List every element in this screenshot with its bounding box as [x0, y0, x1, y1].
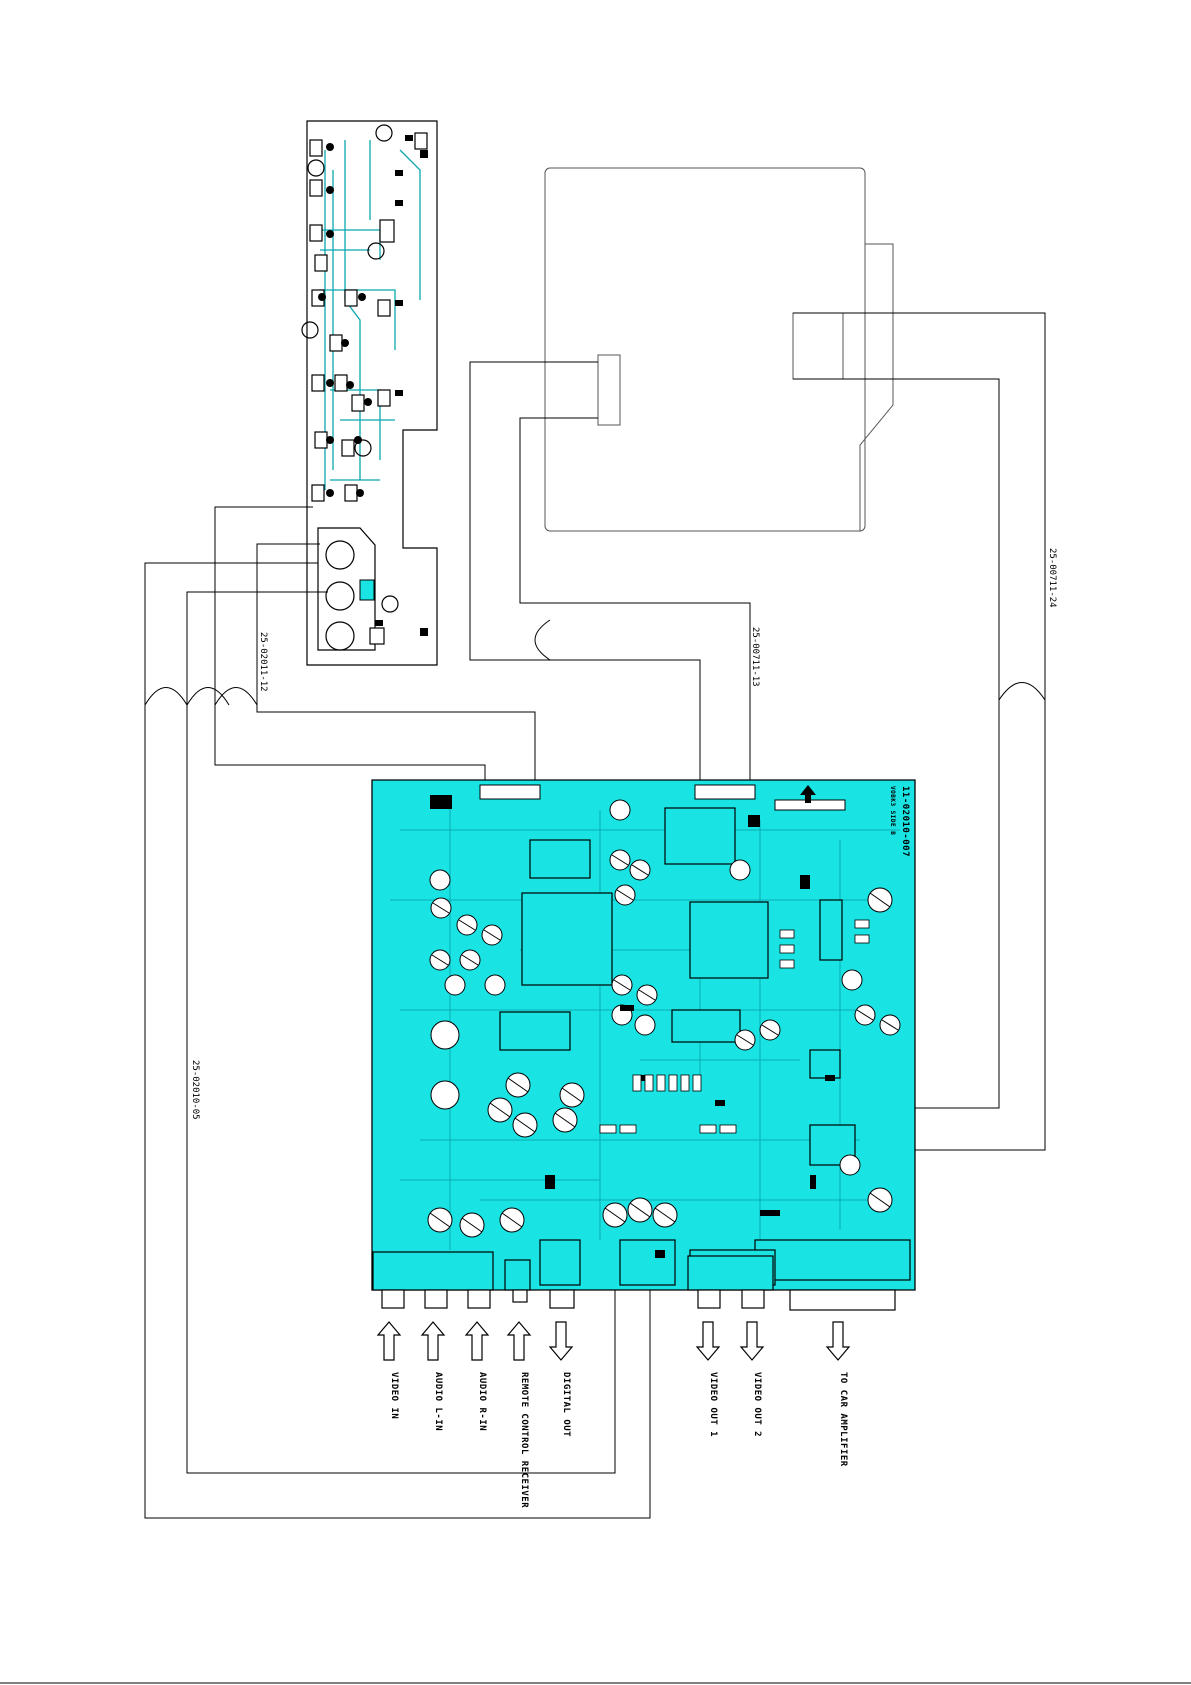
port-label-video-out-1: VIDEO OUT 1 — [708, 1372, 718, 1437]
port-label-video-in: VIDEO IN — [389, 1372, 399, 1419]
front-panel-board — [302, 121, 437, 665]
board-silk-text: VOBK3 SIDE B — [889, 786, 896, 835]
port-arrows — [378, 1322, 849, 1360]
cable-label-3: 25-00711-24 — [1047, 548, 1057, 608]
board-part-number: 11-02010-007 — [900, 786, 910, 857]
port-label-audio-l-in: AUDIO L-IN — [433, 1372, 443, 1431]
cable-label-4: 25-02010-05 — [190, 1060, 200, 1120]
lcd-module — [545, 168, 893, 531]
cable-label-2: 25-00711-13 — [750, 627, 760, 687]
port-label-remote-control: REMOTE CONTROL RECEIVER — [519, 1372, 529, 1508]
cable-label-1: 25-02011-12 — [258, 632, 268, 692]
port-label-digital-out: DIGITAL OUT — [561, 1372, 571, 1437]
port-label-audio-r-in: AUDIO R-IN — [477, 1372, 487, 1431]
port-label-video-out-2: VIDEO OUT 2 — [752, 1372, 762, 1437]
port-label-car-amplifier: TO CAR AMPLIFIER — [838, 1372, 848, 1467]
main-board — [372, 780, 915, 1310]
